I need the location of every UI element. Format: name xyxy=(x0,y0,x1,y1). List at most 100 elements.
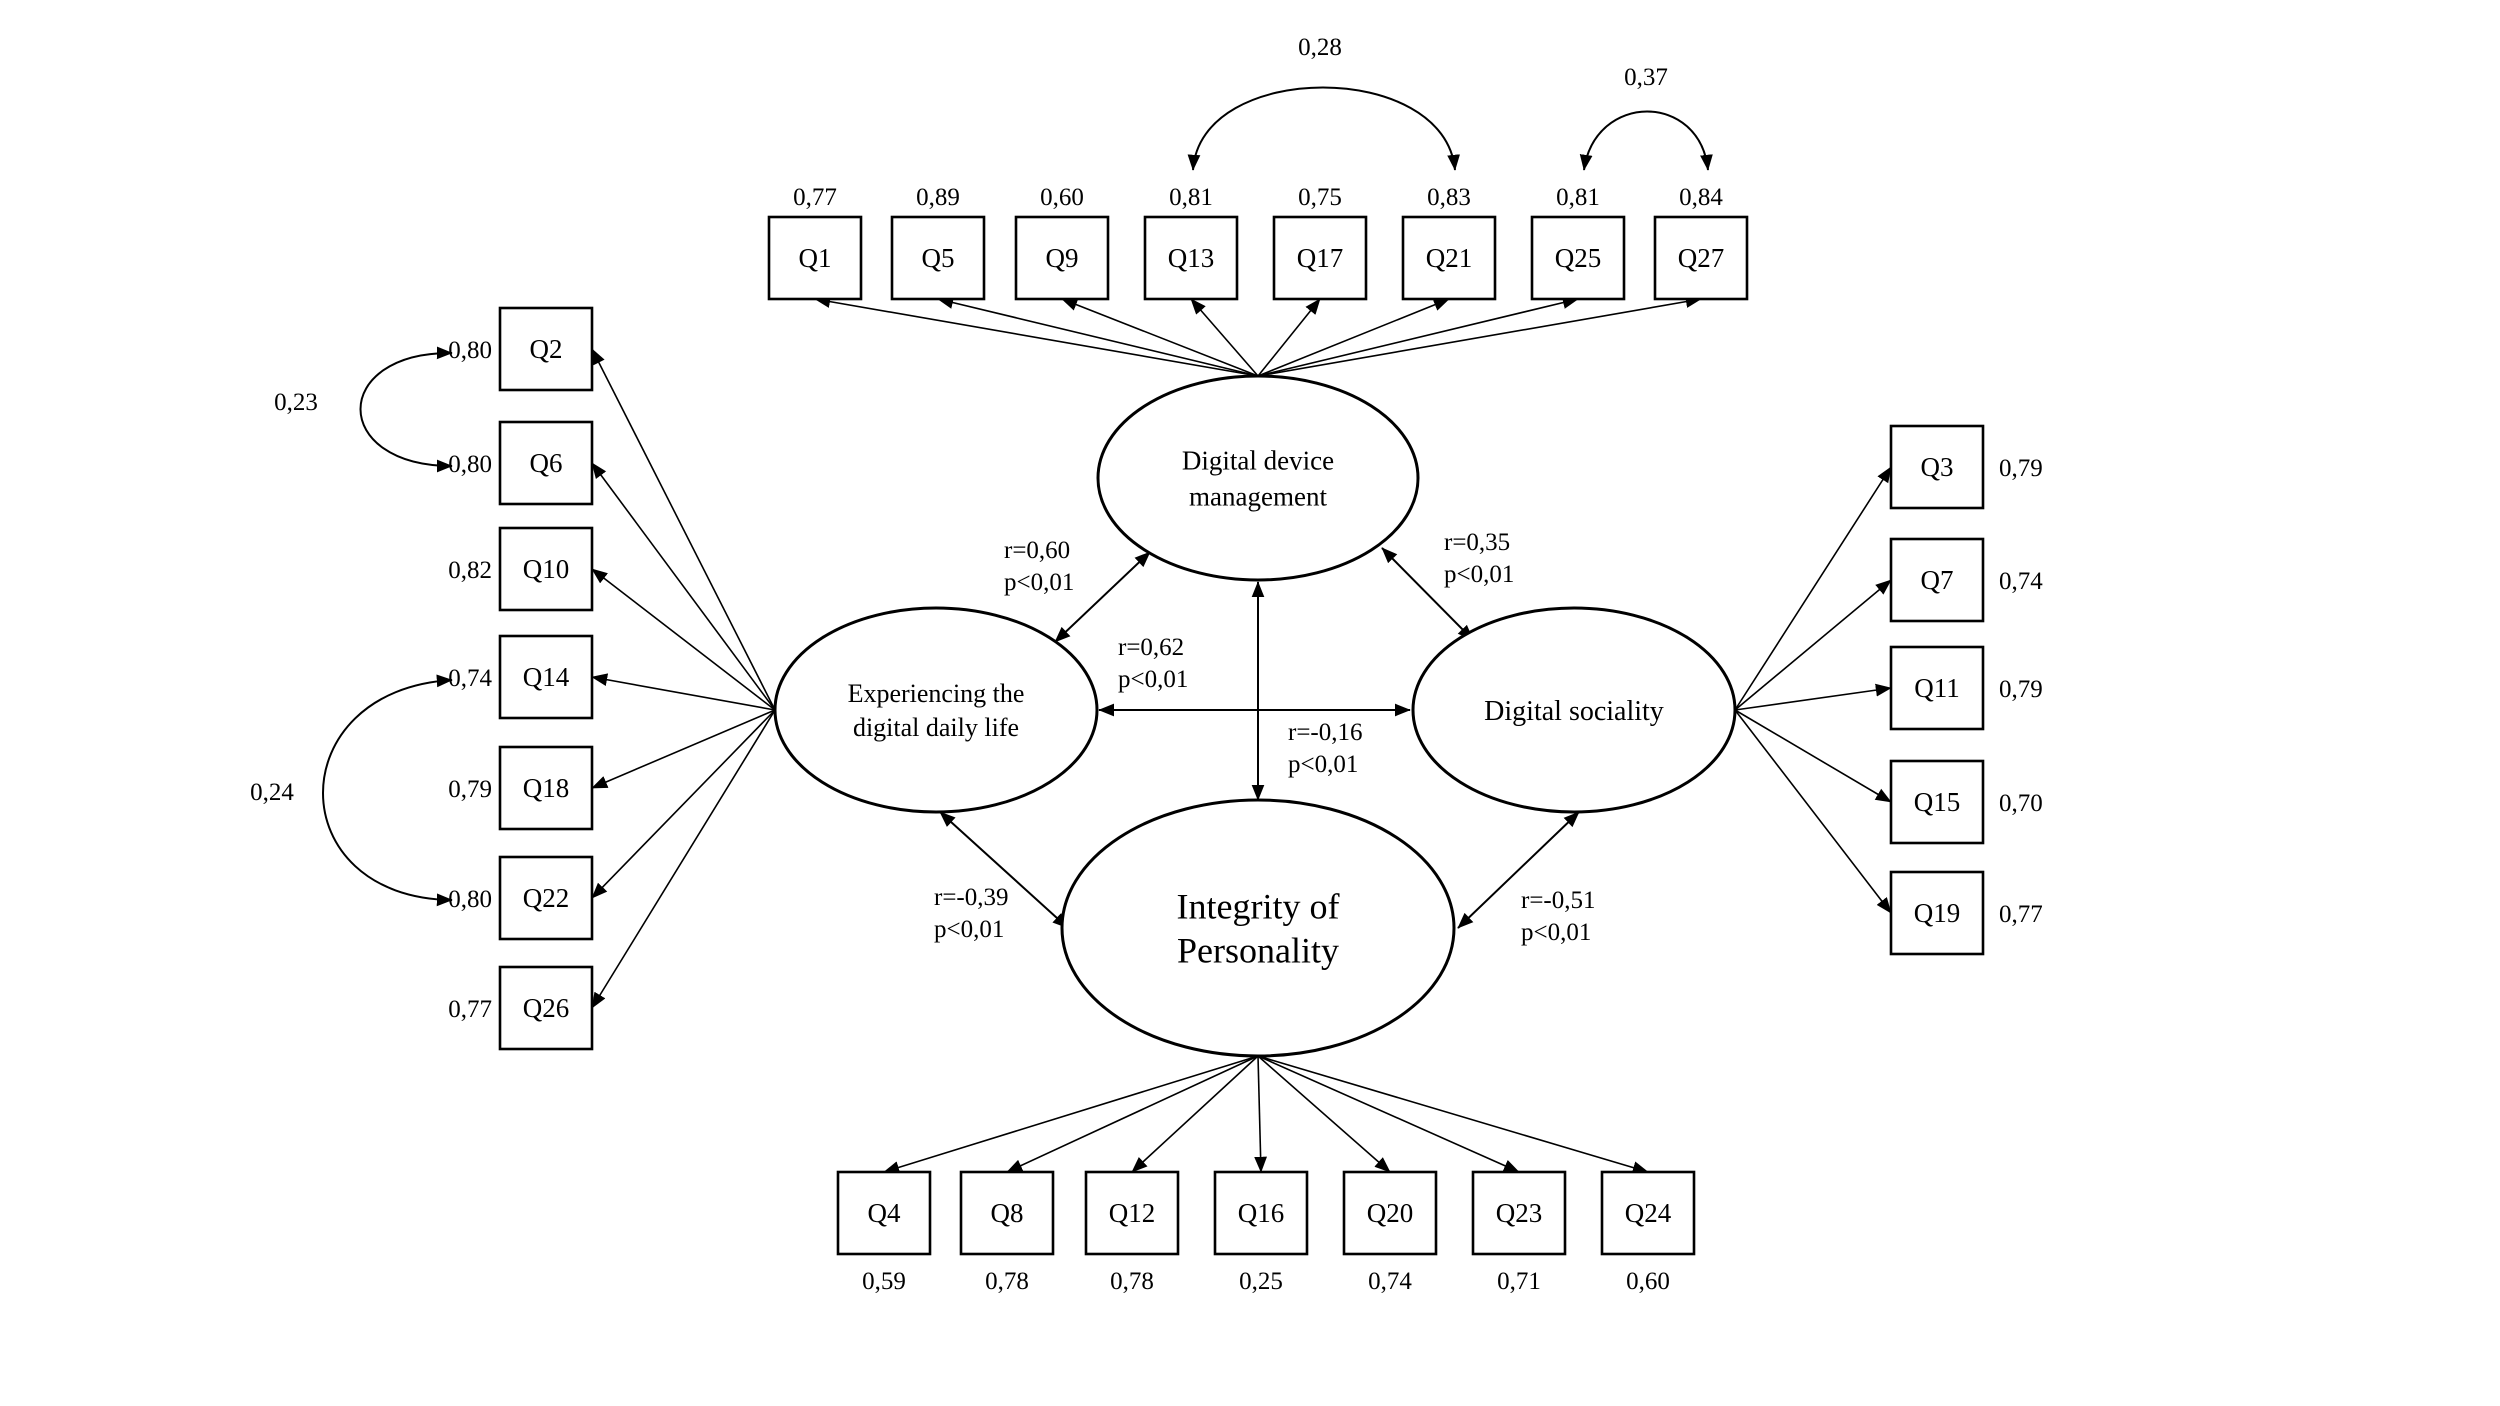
loading-arrow-q14 xyxy=(591,673,776,711)
indicator-label-q12: Q12 xyxy=(1109,1198,1156,1228)
correlation-r-ds-ip: r=-0,51 xyxy=(1521,887,1596,914)
indicator-box-q2 xyxy=(498,306,594,392)
loading-arrow-q24 xyxy=(1257,1055,1649,1174)
indicator-box-q3 xyxy=(1889,424,1985,510)
loading-value-q5: 0,89 xyxy=(916,184,960,211)
indicator-box-q19 xyxy=(1889,870,1985,956)
indicator-box-q14 xyxy=(498,634,594,720)
loading-arrow-q25 xyxy=(1257,296,1579,377)
loading-arrow-q8 xyxy=(1006,1055,1259,1173)
loading-value-q19: 0,77 xyxy=(1999,901,2043,928)
indicator-box-q27 xyxy=(1653,215,1749,301)
loading-value-q1: 0,77 xyxy=(793,184,837,211)
indicator-label-q19: Q19 xyxy=(1914,898,1961,928)
loading-arrow-q21 xyxy=(1257,298,1450,377)
correlation-p-ddm-ds: p<0,01 xyxy=(1444,561,1514,588)
loading-arrow-q3 xyxy=(1734,466,1892,711)
correlation-r-ddm-ip: r=-0,16 xyxy=(1288,719,1363,746)
loading-value-q27: 0,84 xyxy=(1679,184,1723,211)
loading-arrow-q16 xyxy=(1254,1055,1268,1173)
latent-factor-ds xyxy=(1411,606,1737,814)
indicator-box-q11 xyxy=(1889,645,1985,731)
error-covariance-arrow-q2-q6 xyxy=(359,346,453,473)
loading-arrow-q13 xyxy=(1190,298,1259,377)
indicator-box-q1 xyxy=(767,215,863,301)
loading-value-q4: 0,59 xyxy=(862,1268,906,1295)
correlation-p-ddm-ip: p<0,01 xyxy=(1288,751,1358,778)
latent-factor-label-ip-2: Personality xyxy=(1177,931,1339,971)
loading-value-q12: 0,78 xyxy=(1110,1268,1154,1295)
correlation-r-ddm-edl: r=0,60 xyxy=(1004,537,1070,564)
loading-value-q21: 0,83 xyxy=(1427,184,1471,211)
indicator-label-q4: Q4 xyxy=(868,1198,901,1228)
error-covariance-value-q14-q22: 0,24 xyxy=(250,779,294,806)
correlation-arrow-edl-ip xyxy=(939,811,1069,929)
error-covariance-value-q13-q21: 0,28 xyxy=(1298,34,1342,61)
indicator-box-q20 xyxy=(1342,1170,1438,1256)
loading-value-q20: 0,74 xyxy=(1368,1268,1412,1295)
correlation-p-ddm-edl: p<0,01 xyxy=(1004,569,1074,596)
loading-value-q8: 0,78 xyxy=(985,1268,1029,1295)
loading-arrow-q27 xyxy=(1257,295,1702,377)
loading-value-q24: 0,60 xyxy=(1626,1268,1670,1295)
indicator-box-q15 xyxy=(1889,759,1985,845)
indicator-label-q13: Q13 xyxy=(1168,243,1215,273)
indicator-label-q6: Q6 xyxy=(530,448,563,478)
loading-value-q16: 0,25 xyxy=(1239,1268,1283,1295)
indicator-box-q5 xyxy=(890,215,986,301)
correlation-p-edl-ds: p<0,01 xyxy=(1118,666,1188,693)
loading-value-q23: 0,71 xyxy=(1497,1268,1541,1295)
loading-arrow-q7 xyxy=(1734,579,1892,711)
correlation-arrow-ddm-ds xyxy=(1381,547,1474,641)
indicator-label-q3: Q3 xyxy=(1921,452,1954,482)
latent-factor-label-ddm-1: Digital device xyxy=(1182,445,1334,475)
correlation-arrow-ds-ip xyxy=(1457,811,1580,929)
indicator-box-q7 xyxy=(1889,537,1985,623)
loading-value-q9: 0,60 xyxy=(1040,184,1084,211)
loading-arrow-q20 xyxy=(1257,1055,1391,1173)
loading-value-q25: 0,81 xyxy=(1556,184,1600,211)
loading-value-q18: 0,79 xyxy=(448,776,492,803)
indicator-label-q17: Q17 xyxy=(1297,243,1344,273)
error-covariance-arrow-q13-q21 xyxy=(1187,86,1460,171)
indicator-box-q21 xyxy=(1401,215,1497,301)
error-covariance-arrow-q14-q22 xyxy=(322,674,453,907)
indicator-label-q21: Q21 xyxy=(1426,243,1473,273)
indicator-box-q9 xyxy=(1014,215,1110,301)
loading-value-q11: 0,79 xyxy=(1999,676,2043,703)
indicator-box-q18 xyxy=(498,745,594,831)
indicator-label-q22: Q22 xyxy=(523,883,570,913)
correlation-p-ds-ip: p<0,01 xyxy=(1521,919,1591,946)
indicator-box-q22 xyxy=(498,855,594,941)
correlation-r-edl-ds: r=0,62 xyxy=(1118,634,1184,661)
loading-arrow-q2 xyxy=(591,348,776,711)
latent-factor-label-ip-1: Integrity of xyxy=(1177,887,1340,927)
indicator-box-q25 xyxy=(1530,215,1626,301)
loading-value-q17: 0,75 xyxy=(1298,184,1342,211)
latent-factor-ip xyxy=(1060,798,1456,1058)
latent-factor-edl xyxy=(773,606,1099,814)
indicator-label-q5: Q5 xyxy=(922,243,955,273)
latent-factor-ddm xyxy=(1096,374,1420,582)
correlation-r-edl-ip: r=-0,39 xyxy=(934,884,1009,911)
indicator-box-q24 xyxy=(1600,1170,1696,1256)
indicator-box-q6 xyxy=(498,420,594,506)
indicator-label-q1: Q1 xyxy=(799,243,832,273)
indicator-label-q15: Q15 xyxy=(1914,787,1961,817)
indicator-box-q8 xyxy=(959,1170,1055,1256)
indicator-label-q7: Q7 xyxy=(1921,565,1954,595)
indicator-label-q25: Q25 xyxy=(1555,243,1602,273)
loading-arrow-q18 xyxy=(591,709,776,789)
loading-value-q22: 0,80 xyxy=(448,886,492,913)
loading-arrow-q22 xyxy=(591,709,776,899)
loading-value-q13: 0,81 xyxy=(1169,184,1213,211)
loading-value-q10: 0,82 xyxy=(448,557,492,584)
loading-value-q6: 0,80 xyxy=(448,451,492,478)
loading-value-q3: 0,79 xyxy=(1999,455,2043,482)
error-covariance-value-q2-q6: 0,23 xyxy=(274,389,318,416)
loading-arrow-q4 xyxy=(883,1055,1259,1174)
loading-arrow-q11 xyxy=(1734,683,1892,711)
latent-factor-label-edl-1: Experiencing the xyxy=(848,679,1025,708)
correlation-r-ddm-ds: r=0,35 xyxy=(1444,529,1510,556)
